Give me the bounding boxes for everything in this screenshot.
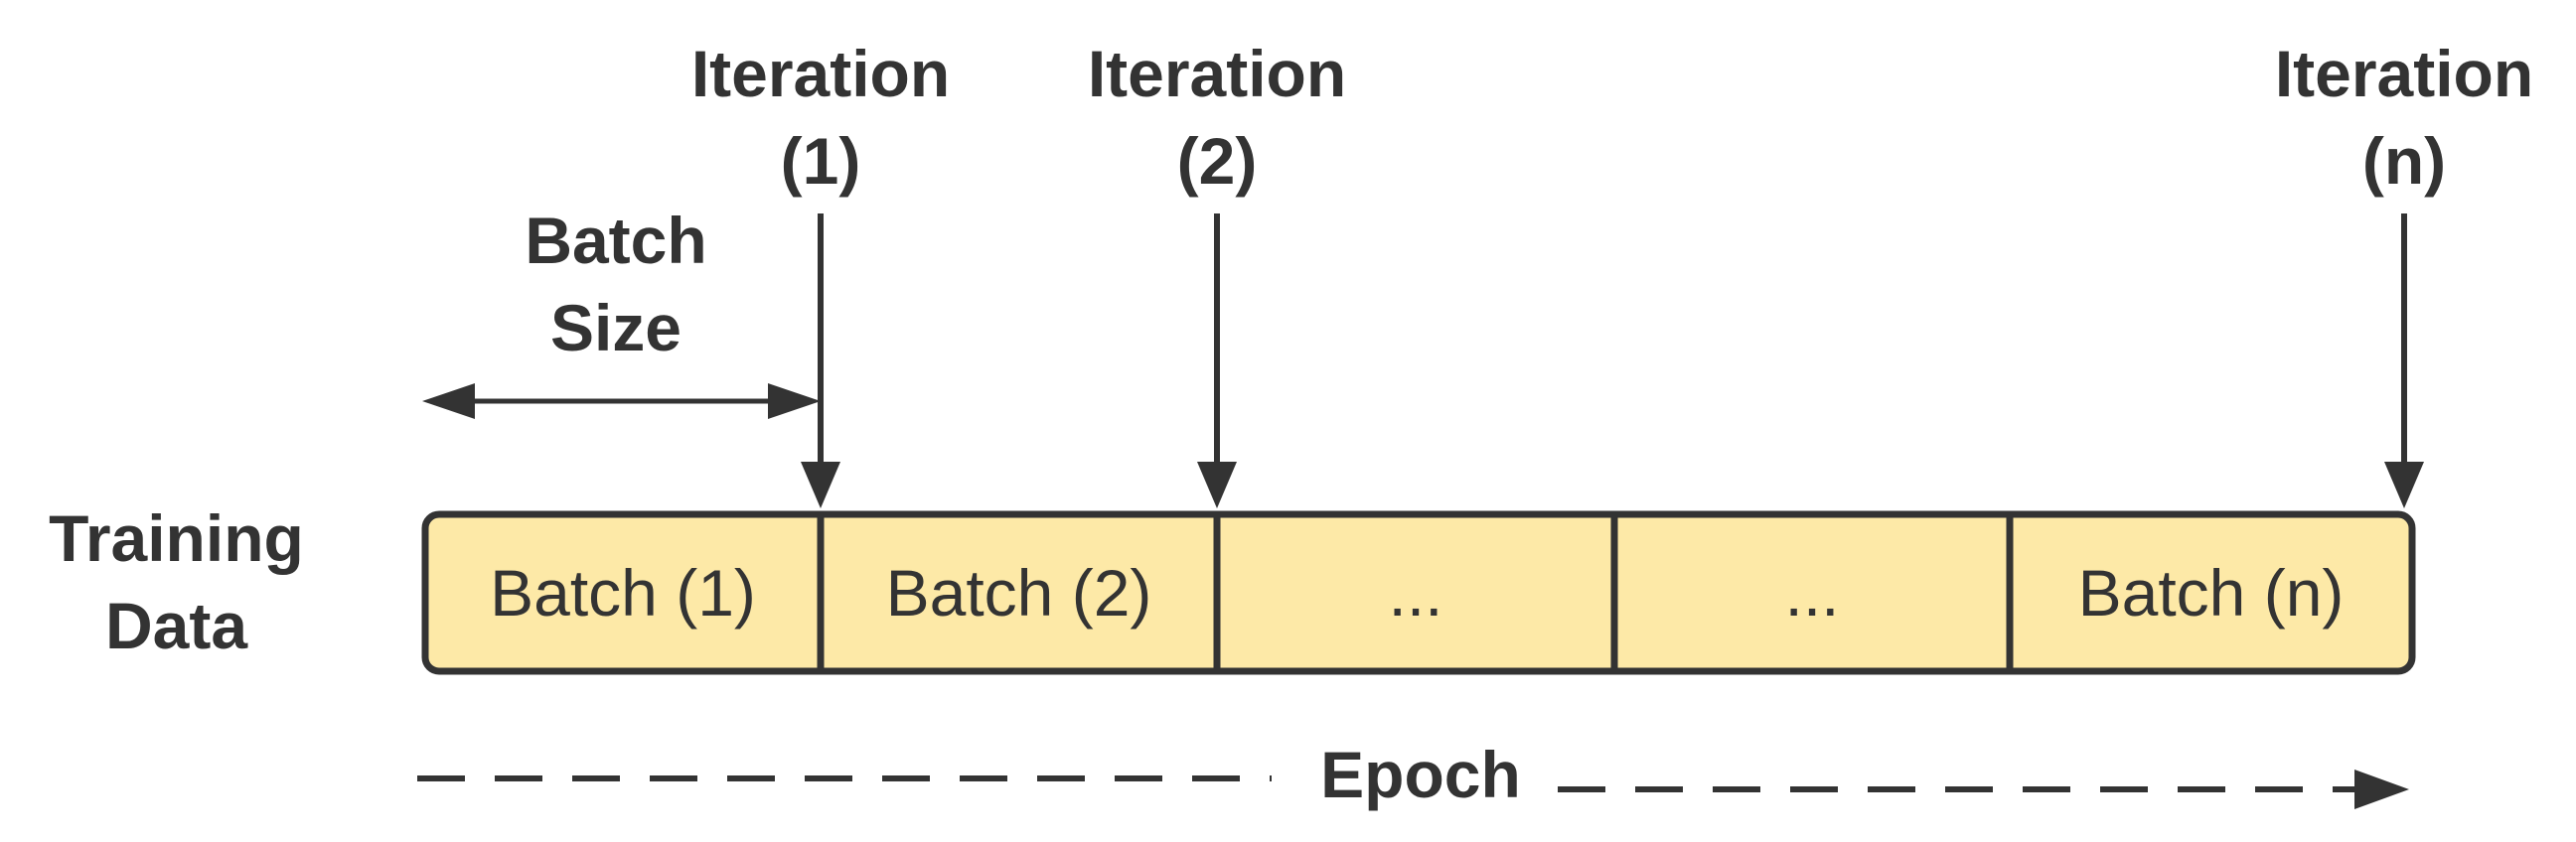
iteration-arrow-n bbox=[2384, 213, 2424, 508]
batch-cell-label: ... bbox=[1784, 556, 1840, 630]
epoch-label: Epoch bbox=[1320, 738, 1521, 811]
training-data-label: Training Data bbox=[20, 494, 333, 669]
epoch-arrow bbox=[417, 770, 2409, 809]
iteration-label-n-line2: (n) bbox=[2361, 124, 2447, 198]
iteration-label-n-line1: Iteration bbox=[2274, 37, 2534, 110]
training-data-line1: Training bbox=[49, 501, 304, 575]
training-data-bar bbox=[421, 510, 2416, 675]
batch-size-label: Batch Size bbox=[467, 197, 765, 371]
iteration-arrow-1 bbox=[801, 213, 840, 508]
iteration-label-1-line2: (1) bbox=[780, 124, 861, 198]
iteration-label-n: Iteration (n) bbox=[2245, 30, 2563, 205]
batch-size-line1: Batch bbox=[525, 204, 707, 277]
batch-cell-label: Batch (2) bbox=[885, 556, 1152, 630]
iteration-arrow-2 bbox=[1197, 213, 1237, 508]
batch-size-line2: Size bbox=[549, 291, 682, 364]
batch-cell-label: Batch (1) bbox=[490, 556, 756, 630]
iteration-label-2: Iteration (2) bbox=[1058, 30, 1376, 205]
batch-size-arrow bbox=[422, 383, 821, 419]
batch-cell-label: Batch (n) bbox=[2077, 556, 2345, 630]
iteration-label-2-line2: (2) bbox=[1176, 124, 1258, 198]
training-data-line2: Data bbox=[104, 589, 248, 662]
iteration-label-1-line1: Iteration bbox=[690, 37, 951, 110]
iteration-label-2-line1: Iteration bbox=[1087, 37, 1347, 110]
batch-cell-label: ... bbox=[1388, 556, 1443, 630]
iteration-label-1: Iteration (1) bbox=[662, 30, 980, 205]
